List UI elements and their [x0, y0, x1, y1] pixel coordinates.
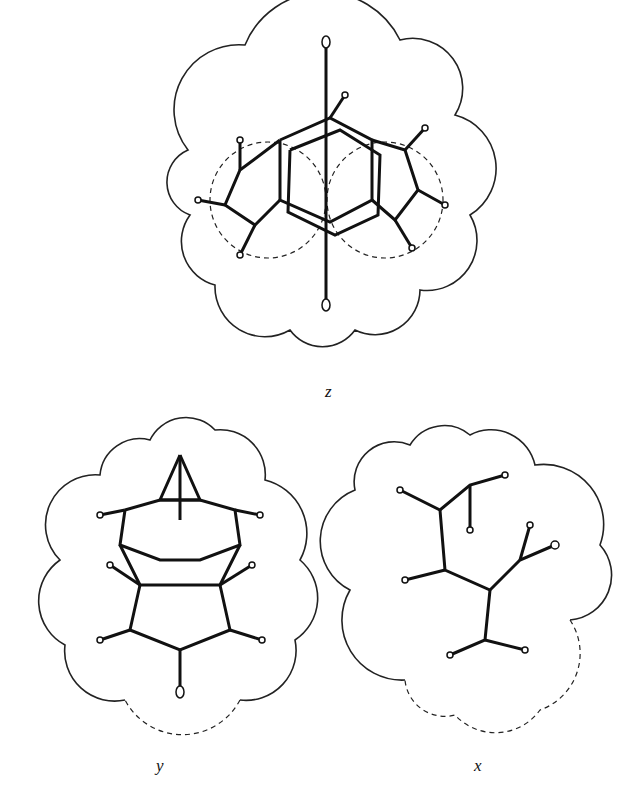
view-label: y: [156, 756, 164, 776]
molecule-sticks: [400, 475, 555, 655]
atoms: [397, 472, 559, 658]
dashed-envelope: [125, 700, 240, 735]
atoms: [97, 512, 265, 698]
molecule-sticks: [100, 455, 262, 688]
molecule-sticks: [198, 42, 445, 305]
vdw-envelope: [39, 418, 318, 702]
dashed-sphere: [327, 142, 443, 258]
vdw-envelope: [320, 426, 611, 680]
atoms: [195, 36, 448, 311]
vdw-envelope: [167, 0, 496, 347]
view-label: z: [325, 382, 332, 402]
dashed-envelope: [405, 620, 580, 733]
view-label: x: [474, 756, 482, 776]
